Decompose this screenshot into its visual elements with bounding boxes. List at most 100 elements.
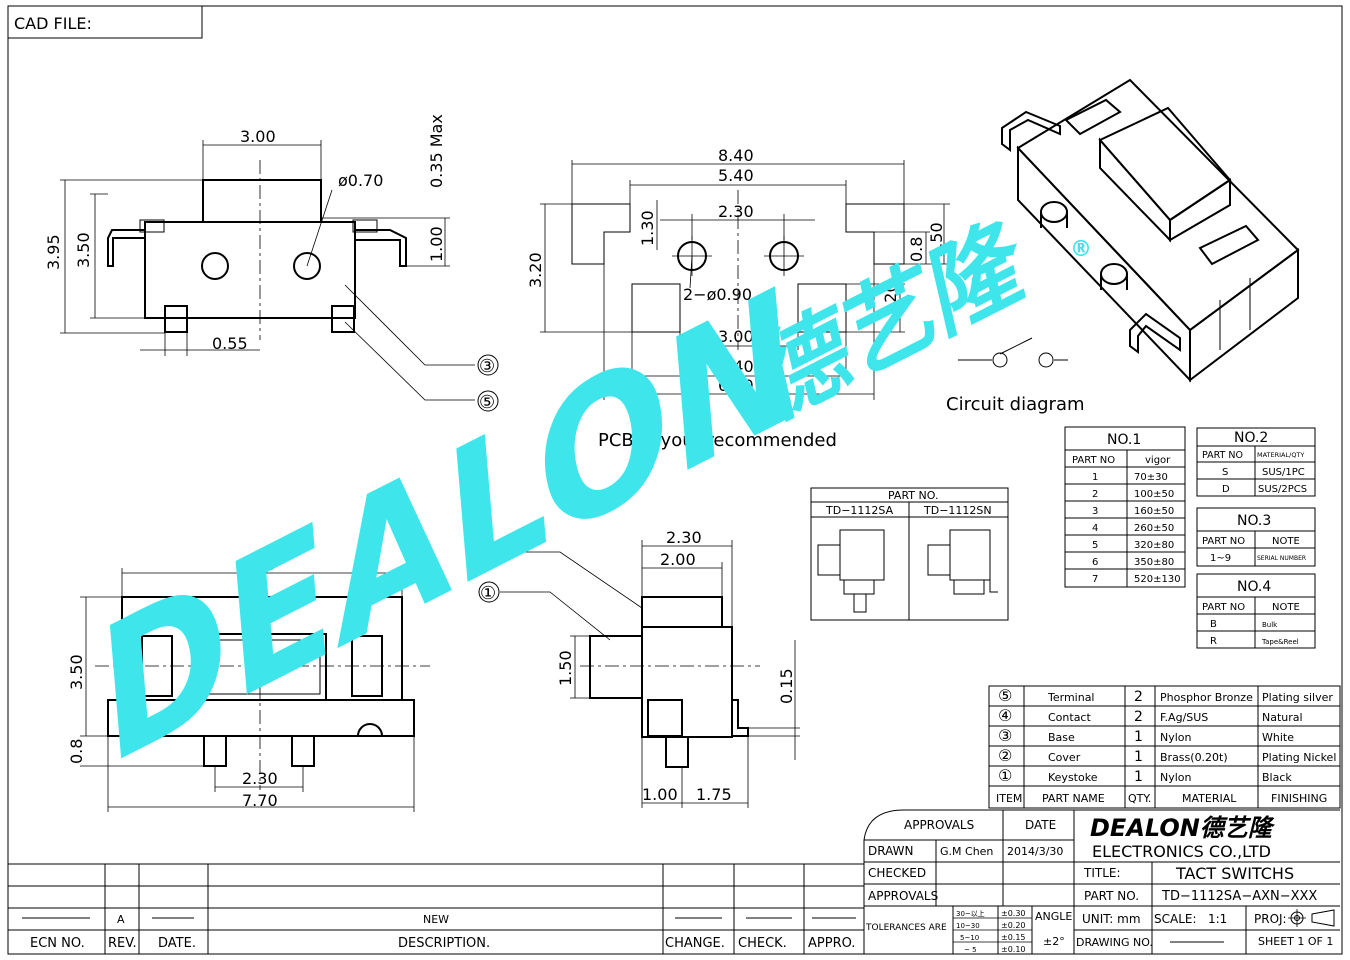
no1-row-vigor: 260±50 [1134, 523, 1174, 534]
tb-checked: CHECKED [868, 866, 926, 880]
no2-r2-c2: SUS/2PCS [1258, 484, 1307, 495]
no3-r1-c1: 1~9 [1210, 553, 1231, 564]
dim-side-tab: 1.00 [427, 226, 446, 262]
dim-pcb-inner: 5.40 [718, 166, 754, 185]
bom-cell: 2 [1134, 709, 1143, 725]
tb-tol-val-2: ±0.20 [1001, 921, 1026, 930]
no1-row-part: 6 [1092, 557, 1098, 568]
no3-h1: PART NO [1202, 536, 1245, 547]
tb-partno-label: PART NO. [1084, 889, 1139, 903]
cad-file-box [7, 5, 203, 39]
bom-h-qty: QTY. [1128, 792, 1151, 805]
pcb-layout: 8.40 5.40 2.30 1.30 0.8 1.50 3.20 2−ø0.9… [526, 146, 950, 451]
bom-cell: ⑤ [998, 686, 1012, 705]
tb-tol-range-4: ~ 5 [964, 946, 977, 954]
no4-r2-c1: R [1210, 636, 1217, 647]
tb-tol-val-1: ±0.30 [1001, 909, 1026, 918]
bom-cell: Nylon [1160, 771, 1192, 784]
circuit-diagram: Circuit diagram [946, 337, 1085, 415]
rev-h-date: DATE. [158, 936, 196, 951]
rev-new: NEW [423, 913, 449, 926]
tb-logo: DEALON德艺隆 [1090, 814, 1276, 842]
tb-proj: PROJ: [1254, 912, 1287, 926]
rev-h-desc: DESCRIPTION. [398, 936, 490, 951]
no4-r1-c1: B [1210, 619, 1217, 630]
tb-tol-range-1: 30~以上 [956, 909, 985, 918]
bom-cell: White [1262, 731, 1294, 744]
bom-cell: Brass(0.20t) [1160, 751, 1228, 764]
bom-cell: 1 [1134, 729, 1143, 745]
watermark-latin: DEALON [76, 251, 822, 800]
no4-h2: NOTE [1272, 602, 1300, 613]
dim-side-pin: 0.55 [212, 334, 248, 353]
part-no-table: PART NO. TD−1112SA TD−1112SN [810, 487, 1009, 621]
part-no-title: PART NO. [888, 489, 938, 502]
bom-h-finishing: FINISHING [1271, 792, 1327, 805]
bom-cell: Natural [1262, 711, 1303, 724]
no1-row-part: 3 [1092, 506, 1098, 517]
rev-h-ecn: ECN NO. [30, 936, 85, 951]
part-no-col-sa: TD−1112SA [825, 504, 894, 517]
bom-cell: Cover [1048, 751, 1081, 764]
no1-h2: vigor [1145, 455, 1171, 466]
projection-symbol-icon [1288, 909, 1335, 927]
bom-h-material: MATERIAL [1182, 792, 1237, 805]
callout-3: ③ [479, 356, 495, 377]
bom-cell: Plating silver [1262, 691, 1333, 704]
title-block: APPROVALS DATE DRAWN G.M Chen 2014/3/30 … [863, 809, 1340, 954]
dim-pcb-pad-h-right: 1.50 [927, 222, 946, 258]
no3-r1-c2: SERIAL NUMBER [1257, 555, 1306, 562]
no2-r2-c1: D [1222, 484, 1230, 495]
tb-tol-val-4: ±0.10 [1001, 945, 1026, 954]
no1-row-part: 2 [1092, 489, 1098, 500]
rev-h-check: CHECK. [738, 936, 787, 951]
rev-h-appro: APPRO. [808, 936, 855, 951]
no4-r2-c2: Tape&Reel [1261, 638, 1299, 646]
tb-drawn-by: G.M Chen [940, 845, 993, 858]
tb-scale: 1:1 [1208, 912, 1227, 926]
bom-cell: ② [998, 746, 1012, 765]
bom-cell: 2 [1134, 689, 1143, 705]
no1-row-vigor: 350±80 [1134, 557, 1174, 568]
tb-drawn-date: 2014/3/30 [1007, 845, 1063, 858]
no4-table: NO.4 PART NO NOTE B Bulk R Tape&Reel [1196, 573, 1316, 649]
dim-pcb-outer-low: 5.40 [718, 357, 754, 376]
no1-row-part: 5 [1092, 540, 1098, 551]
no1-row-part: 7 [1092, 574, 1098, 585]
tb-angle-val: ±2° [1043, 935, 1065, 948]
tb-partno-value: TD−1112SA−AXN−XXX [1161, 889, 1317, 904]
drawing-frame [7, 5, 1343, 955]
bom-cell: Terminal [1047, 691, 1095, 704]
tb-company: ELECTRONICS CO.,LTD [1092, 842, 1271, 861]
isometric-view: ® [1001, 78, 1300, 383]
dim-side-hole: ø0.70 [338, 171, 383, 190]
tb-date: DATE [1025, 818, 1056, 832]
no1-title: NO.1 [1107, 432, 1141, 448]
tb-approvals: APPROVALS [904, 818, 974, 832]
revision-block: A NEW ECN NO. REV. DATE. DESCRIPTION. CH… [8, 863, 864, 954]
dim-side2-b: 1.75 [696, 785, 732, 804]
no2-r1-c1: S [1222, 467, 1228, 478]
dim-side-top-width: 3.00 [240, 127, 276, 146]
dim-side2-inner: 2.00 [660, 550, 696, 569]
no1-row-part: 1 [1092, 472, 1098, 483]
dim-pcb-holes: 2−ø0.90 [683, 285, 752, 304]
tb-drawing-no: DRAWING NO. [1076, 936, 1153, 949]
tb-tol-range-3: 5~10 [960, 934, 979, 942]
dim-side2-thk: 0.15 [777, 668, 796, 704]
bom-cell: Nylon [1160, 731, 1192, 744]
dim-pcb-outer-low2: 6.80 [718, 376, 754, 395]
circuit-label: Circuit diagram [946, 394, 1085, 415]
tb-drawn: DRAWN [868, 844, 914, 858]
tb-tol-val-3: ±0.15 [1001, 933, 1026, 942]
dim-front-height: 3.50 [67, 654, 86, 690]
cad-file-label: CAD FILE: [14, 14, 92, 33]
bom-cell: ③ [998, 726, 1012, 745]
dim-pcb-pitch-low: 3.00 [718, 327, 754, 346]
no2-h2: MATERIAL/QTY [1257, 451, 1304, 459]
tb-tolerances: TOLERANCES ARE [865, 923, 947, 933]
dim-pcb-pad-w-right: 0.8 [907, 237, 926, 262]
callout-5: ⑤ [479, 392, 495, 413]
bom-cell: Phosphor Bronze [1160, 691, 1253, 704]
bom-cell: Base [1048, 731, 1075, 744]
